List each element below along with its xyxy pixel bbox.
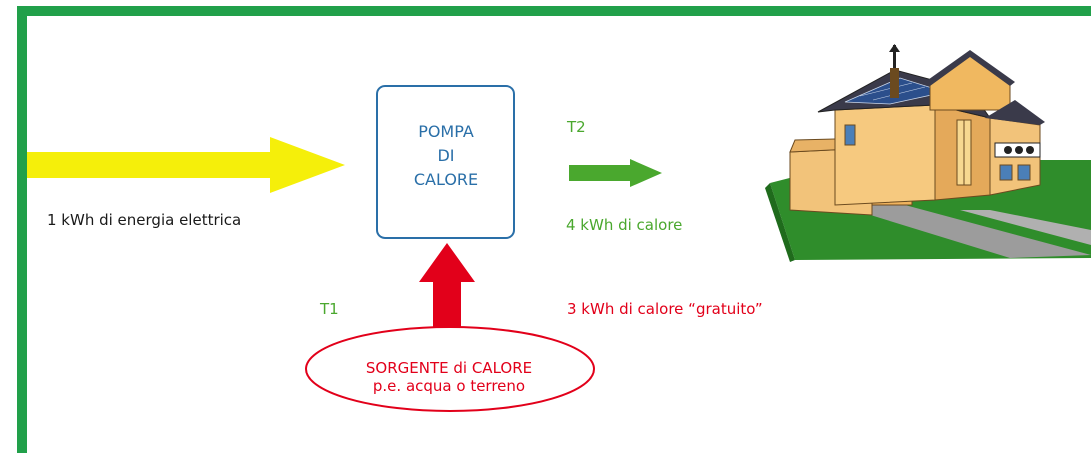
heat-pump-line-1: POMPA bbox=[418, 122, 474, 141]
heat-pump-line-2: DI bbox=[437, 146, 455, 165]
heat-pump-label: POMPA DI CALORE bbox=[378, 120, 514, 192]
free-heat-label: 3 kWh di calore “gratuito” bbox=[567, 300, 763, 318]
heat-pump-box bbox=[376, 85, 515, 239]
electric-energy-arrow bbox=[27, 137, 345, 193]
t1-label: T1 bbox=[320, 300, 339, 318]
output-heat-label: 4 kWh di calore bbox=[566, 216, 683, 234]
heat-output-arrow bbox=[569, 159, 662, 187]
input-energy-label: 1 kWh di energia elettrica bbox=[47, 211, 242, 229]
heat-source-ellipse bbox=[305, 326, 595, 412]
heat-source-label: SORGENTE di CALORE p.e. acqua o terreno bbox=[306, 359, 592, 395]
t2-label: T2 bbox=[567, 118, 586, 136]
heat-source-line-1: SORGENTE di CALORE bbox=[365, 359, 533, 377]
green-frame bbox=[17, 6, 1091, 453]
heat-source-line-2: p.e. acqua o terreno bbox=[372, 377, 526, 395]
heat-pump-line-3: CALORE bbox=[413, 170, 479, 189]
house-illustration bbox=[765, 44, 1091, 262]
